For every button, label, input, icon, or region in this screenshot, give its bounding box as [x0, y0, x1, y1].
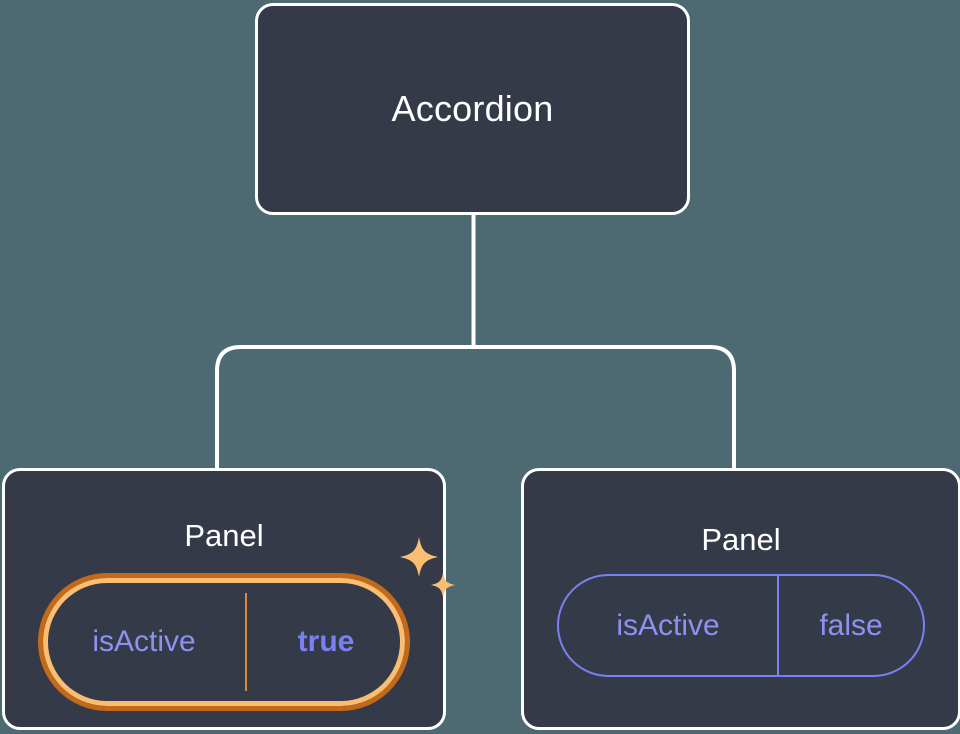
tree-node-panel-active[interactable]: Panel isActive true: [2, 468, 455, 730]
prop-pill-wrapper: isActive true: [38, 537, 455, 711]
tree-node-panel-inactive[interactable]: Panel isActive false: [521, 468, 960, 730]
prop-pill-isactive-true[interactable]: isActive true: [38, 573, 410, 711]
prop-key: isActive: [616, 608, 720, 642]
connector-bus-to-left-child: [215, 345, 474, 470]
prop-key: isActive: [92, 625, 196, 658]
node-title: Accordion: [391, 88, 554, 129]
prop-value: true: [245, 593, 405, 691]
node-title: Panel: [701, 522, 781, 557]
node-title: Panel: [184, 518, 264, 553]
connector-bus-to-right-child: [473, 345, 736, 470]
prop-value: false: [777, 576, 923, 675]
sparkle-icon: [400, 537, 455, 597]
prop-pill-isactive-false[interactable]: isActive false: [557, 574, 925, 677]
tree-node-accordion[interactable]: Accordion: [255, 3, 690, 215]
prop-pill-wrapper: isActive false: [557, 574, 925, 677]
